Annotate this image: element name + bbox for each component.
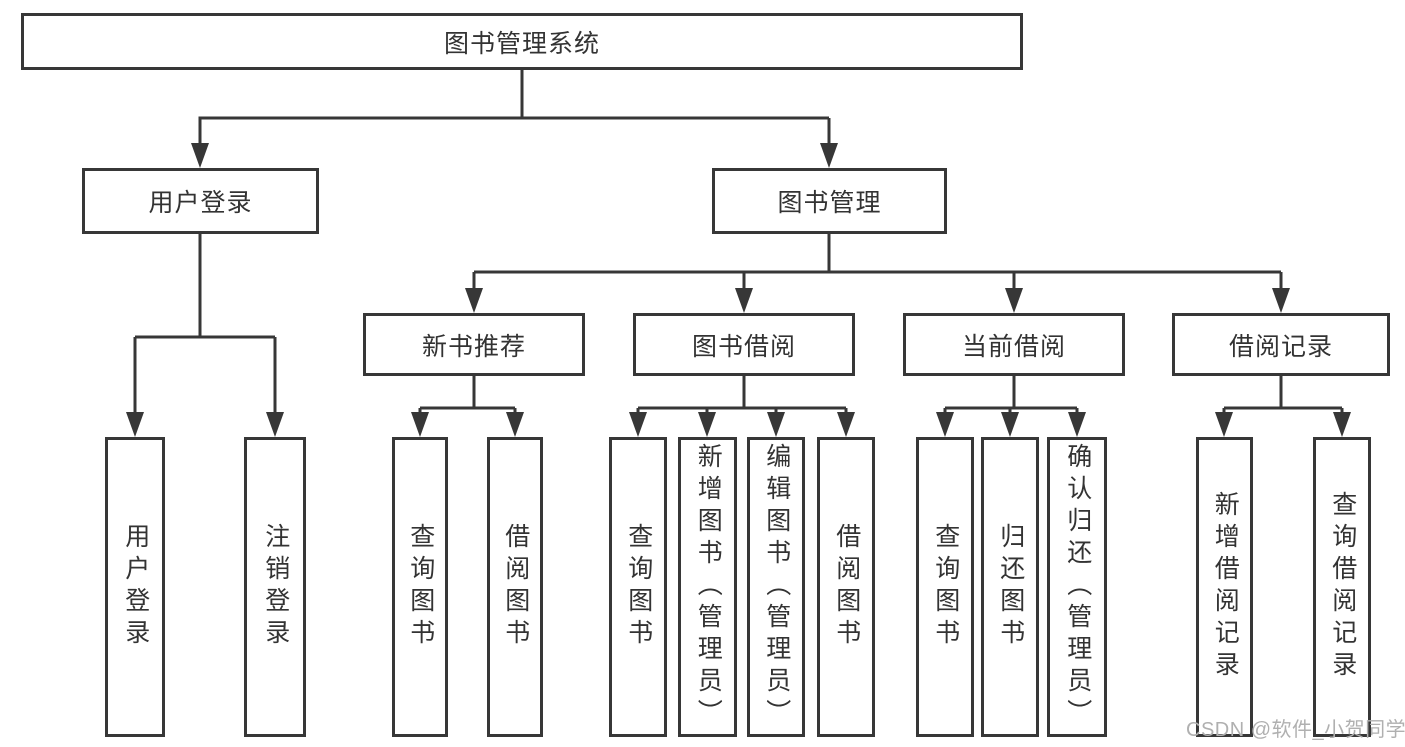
node-label: 借阅图书 — [501, 523, 530, 651]
connector-newbook-to-leaves — [418, 376, 517, 414]
arrow-down-icon — [1272, 288, 1290, 313]
node-leaf-add-borrow-record: 新增借阅记录 — [1196, 437, 1253, 737]
arrowheads — [126, 143, 1351, 437]
node-leaf-query-books-1: 查询图书 — [392, 437, 448, 737]
node-label: 注销登录 — [261, 523, 290, 651]
node-leaf-query-books-2: 查询图书 — [609, 437, 667, 737]
connector-userlogin-to-leaves — [133, 234, 277, 414]
node-book-borrow: 图书借阅 — [633, 313, 855, 376]
arrow-down-icon — [767, 412, 785, 437]
connector-root-to-level2 — [198, 70, 831, 146]
node-label: 编辑图书（管理员） — [762, 443, 791, 731]
node-label: 查询借阅记录 — [1328, 491, 1357, 683]
arrow-down-icon — [1333, 412, 1351, 437]
node-label: 确认归还（管理员） — [1063, 443, 1092, 731]
node-leaf-confirm-return-admin: 确认归还（管理员） — [1047, 437, 1107, 737]
arrow-down-icon — [126, 412, 144, 437]
node-new-book-recommend: 新书推荐 — [363, 313, 585, 376]
arrow-down-icon — [698, 412, 716, 437]
connector-record-to-leaves — [1222, 376, 1344, 414]
node-label: 查询图书 — [931, 523, 960, 651]
node-leaf-query-borrow-record: 查询借阅记录 — [1313, 437, 1371, 737]
connector-bookmgmt-to-level3 — [472, 234, 1283, 290]
node-leaf-borrow-books-2: 借阅图书 — [817, 437, 875, 737]
node-borrow-record: 借阅记录 — [1172, 313, 1390, 376]
arrow-down-icon — [1005, 288, 1023, 313]
arrow-down-icon — [411, 412, 429, 437]
arrow-down-icon — [191, 143, 209, 168]
node-leaf-borrow-books-1: 借阅图书 — [487, 437, 543, 737]
node-label: 借阅图书 — [832, 523, 861, 651]
arrow-down-icon — [735, 288, 753, 313]
connector-borrow-to-leaves — [636, 376, 848, 414]
arrow-down-icon — [1001, 412, 1019, 437]
arrow-down-icon — [1068, 412, 1086, 437]
node-root-title: 图书管理系统 — [21, 13, 1023, 70]
node-label: 查询图书 — [406, 523, 435, 651]
node-leaf-edit-books-admin: 编辑图书（管理员） — [747, 437, 805, 737]
csdn-watermark: CSDN @软件_小贺同学 — [1186, 719, 1405, 741]
arrow-down-icon — [837, 412, 855, 437]
arrow-down-icon — [266, 412, 284, 437]
node-label: 用户登录 — [121, 523, 150, 651]
arrow-down-icon — [465, 288, 483, 313]
node-leaf-user-login: 用户登录 — [105, 437, 165, 737]
node-leaf-return-books: 归还图书 — [981, 437, 1039, 737]
node-label: 查询图书 — [624, 523, 653, 651]
node-leaf-add-books-admin: 新增图书（管理员） — [678, 437, 737, 737]
node-leaf-query-books-3: 查询图书 — [916, 437, 974, 737]
node-user-login: 用户登录 — [82, 168, 319, 234]
arrow-down-icon — [629, 412, 647, 437]
node-book-management: 图书管理 — [712, 168, 947, 234]
node-current-borrow: 当前借阅 — [903, 313, 1125, 376]
arrow-down-icon — [1215, 412, 1233, 437]
node-label: 新增借阅记录 — [1211, 491, 1240, 683]
node-label: 新增图书（管理员） — [694, 443, 723, 731]
arrow-down-icon — [820, 143, 838, 168]
node-label: 归还图书 — [996, 523, 1025, 651]
arrow-down-icon — [936, 412, 954, 437]
arrow-down-icon — [506, 412, 524, 437]
connector-current-to-leaves — [943, 376, 1079, 414]
node-leaf-logout: 注销登录 — [244, 437, 306, 737]
